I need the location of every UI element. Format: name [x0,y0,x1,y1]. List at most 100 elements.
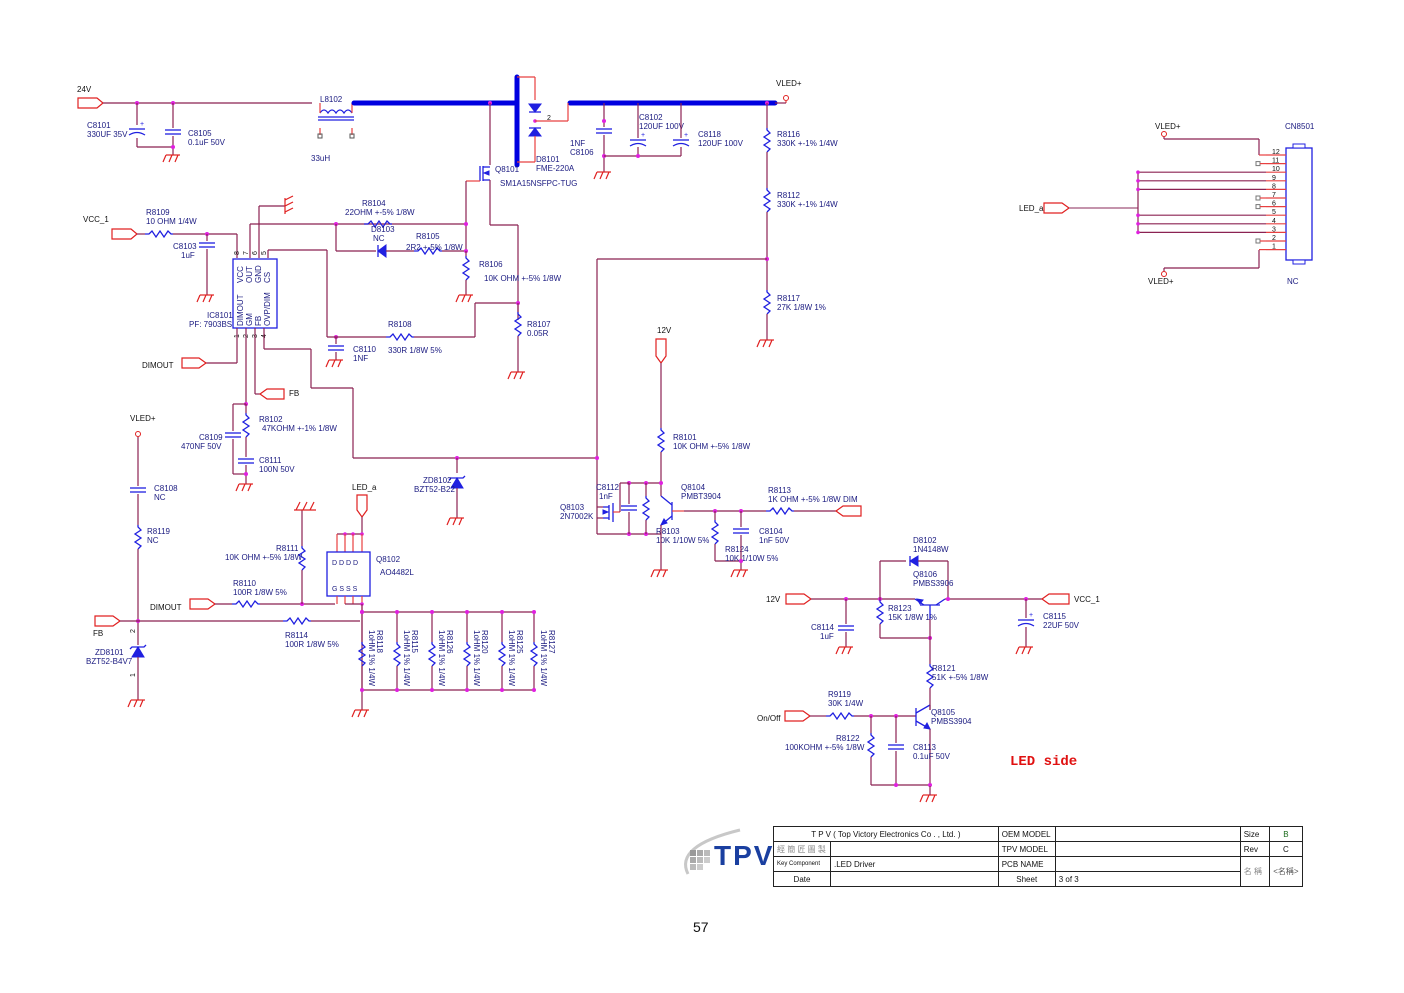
svg-text:7: 7 [243,251,250,255]
svg-text:C8103: C8103 [173,242,197,251]
svg-text:C8114: C8114 [811,623,835,632]
resistor-r8123 [876,599,884,625]
svg-text:NC: NC [1287,277,1299,286]
vled-terminal-4: VLED+ [1148,271,1174,286]
logo-text: TPV [714,840,775,871]
svg-text:330K +-1% 1/4W: 330K +-1% 1/4W [777,139,838,148]
svg-text:1NF: 1NF [570,139,585,148]
svg-text:120UF 100V: 120UF 100V [698,139,744,148]
svg-text:51K +-5% 1/8W: 51K +-5% 1/8W [932,673,989,682]
svg-text:1N4148W: 1N4148W [913,545,949,554]
mosfet-q8103 [597,482,629,522]
svg-text:VLED+: VLED+ [130,414,156,423]
svg-text:R8107: R8107 [527,320,551,329]
svg-text:5: 5 [261,251,268,255]
svg-text:22OHM +-5% 1/8W: 22OHM +-5% 1/8W [345,208,415,217]
svg-text:DIM: DIM [843,495,858,504]
svg-text:R8113: R8113 [768,486,792,495]
port-12v-1: 12V [655,326,672,365]
svg-text:On/Off: On/Off [757,714,781,723]
svg-text:6: 6 [1272,201,1276,208]
svg-text:Q8106: Q8106 [913,570,938,579]
oem-model-value [1054,826,1241,842]
resistor-r8102 [242,412,250,438]
svg-text:10K 1/10W 5%: 10K 1/10W 5% [725,554,778,563]
svg-text:R9119: R9119 [828,690,852,699]
connector-pin-7: 7 [1255,192,1286,201]
svg-text:12V: 12V [766,595,781,604]
svg-text:PMBT3904: PMBT3904 [681,492,722,501]
svg-text:0.1uF 50V: 0.1uF 50V [913,752,951,761]
svg-text:NC: NC [154,493,166,502]
connector-pin-6: 6 [1255,201,1286,210]
svg-text:10 OHM 1/4W: 10 OHM 1/4W [146,217,197,226]
tpv-model-label: TPV MODEL [997,841,1056,857]
size-value: B [1268,826,1304,842]
pcb-name-label: PCB NAME [997,856,1056,872]
svg-text:100R 1/8W 5%: 100R 1/8W 5% [285,640,339,649]
svg-text:NC: NC [147,536,159,545]
transistor-q8105 [915,704,931,730]
name-label: 名 稱 [1239,856,1270,887]
svg-text:Q8101: Q8101 [495,165,520,174]
resistor-value: 1oHM 1% 1/4W [539,630,548,686]
resistor-r8108 [385,333,415,341]
svg-text:FME-220A: FME-220A [536,164,575,173]
port-vcc1-2: VCC_1 [1040,593,1100,605]
svg-text:FB: FB [254,316,263,326]
diode-d8101: 2 [517,76,569,163]
transistor-q8104 [660,495,684,526]
svg-text:D8102: D8102 [913,536,937,545]
svg-text:10: 10 [1272,166,1280,173]
svg-text:D D D D: D D D D [332,560,358,567]
svg-text:C8118: C8118 [698,130,722,139]
resistor-ref: R8125 [515,630,524,654]
inductor-l8102 [317,103,355,139]
svg-text:2R2 +-5% 1/8W: 2R2 +-5% 1/8W [406,243,463,252]
resistor-r8112 [763,187,771,213]
svg-text:12: 12 [1272,149,1280,156]
svg-text:330R 1/8W 5%: 330R 1/8W 5% [388,346,442,355]
svg-text:8: 8 [234,251,241,255]
resistor-r8110 [231,600,261,608]
svg-text:R8105: R8105 [416,232,440,241]
port-24v: 24V [77,85,104,109]
ground-icon [162,154,181,163]
diode-d8103 [377,244,387,258]
svg-text:R8122: R8122 [836,734,860,743]
port-dimout-2: DIMOUT [150,598,217,612]
company-name: T P V ( Top Victory Electronics Co . , L… [773,826,999,842]
resistor-ref: R8118 [375,630,384,654]
svg-text:OUT: OUT [245,266,254,283]
svg-text:R8119: R8119 [147,527,171,536]
resistor-value: 1oHM 1% 1/4W [472,630,481,686]
svg-text:R8108: R8108 [388,320,412,329]
diode-d8102 [909,555,919,567]
svg-text:100KOHM +-5% 1/8W: 100KOHM +-5% 1/8W [785,743,865,752]
svg-text:9: 9 [1272,175,1276,182]
resistor-r8113 [765,507,795,515]
tpv-model-value [1054,841,1241,857]
ground-icon [835,646,854,655]
svg-text:8: 8 [1272,183,1276,190]
rev-value: C [1268,841,1304,857]
capacitor-c8103 [198,242,216,248]
resistor-r8109 [144,230,174,238]
connector-pin-5: 5 [1136,209,1286,217]
ground-icon [235,483,254,492]
port-dim [834,505,862,517]
svg-text:C8104: C8104 [759,527,783,536]
port-dimout-1: DIMOUT [142,357,208,370]
connector-pin-8: 8 [1136,183,1286,192]
svg-text:D8101: D8101 [536,155,560,164]
svg-text:10K 1/10W 5%: 10K 1/10W 5% [656,536,709,545]
ground-icon [730,569,749,578]
resistor-r8114 [282,617,312,625]
transistor-q8106 [914,598,946,619]
svg-text:1: 1 [1272,244,1276,251]
drawing-value [830,841,999,857]
